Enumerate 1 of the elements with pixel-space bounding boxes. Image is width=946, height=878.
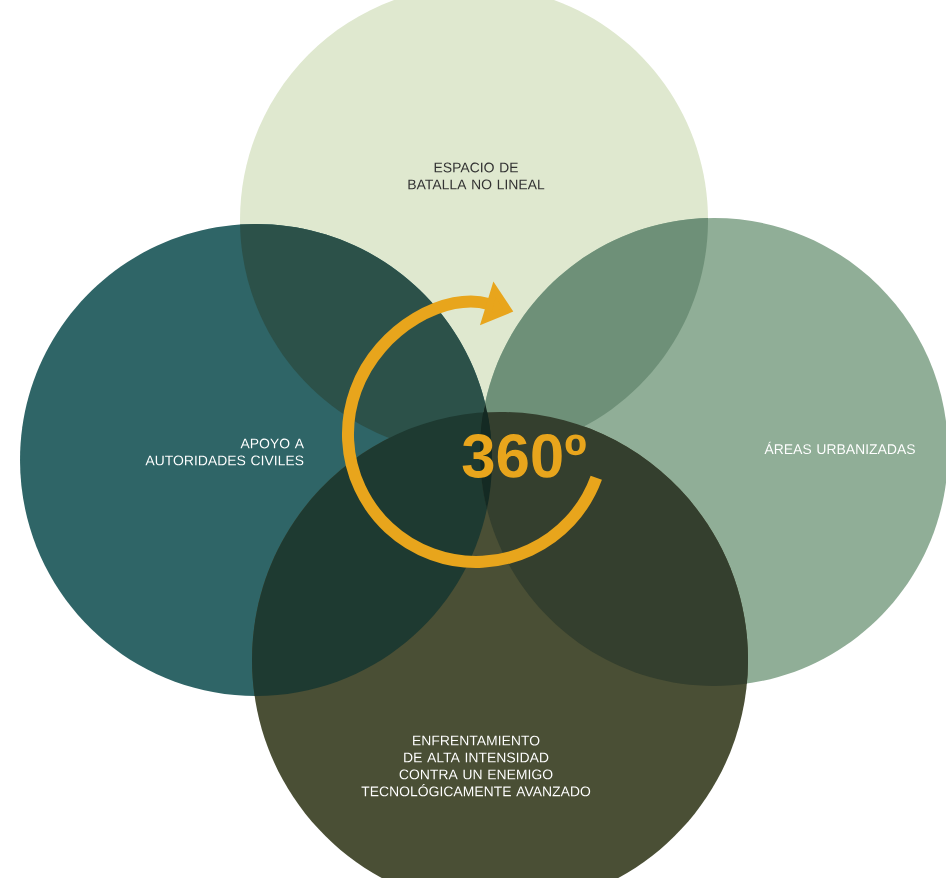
center-label: 360º bbox=[462, 434, 586, 478]
